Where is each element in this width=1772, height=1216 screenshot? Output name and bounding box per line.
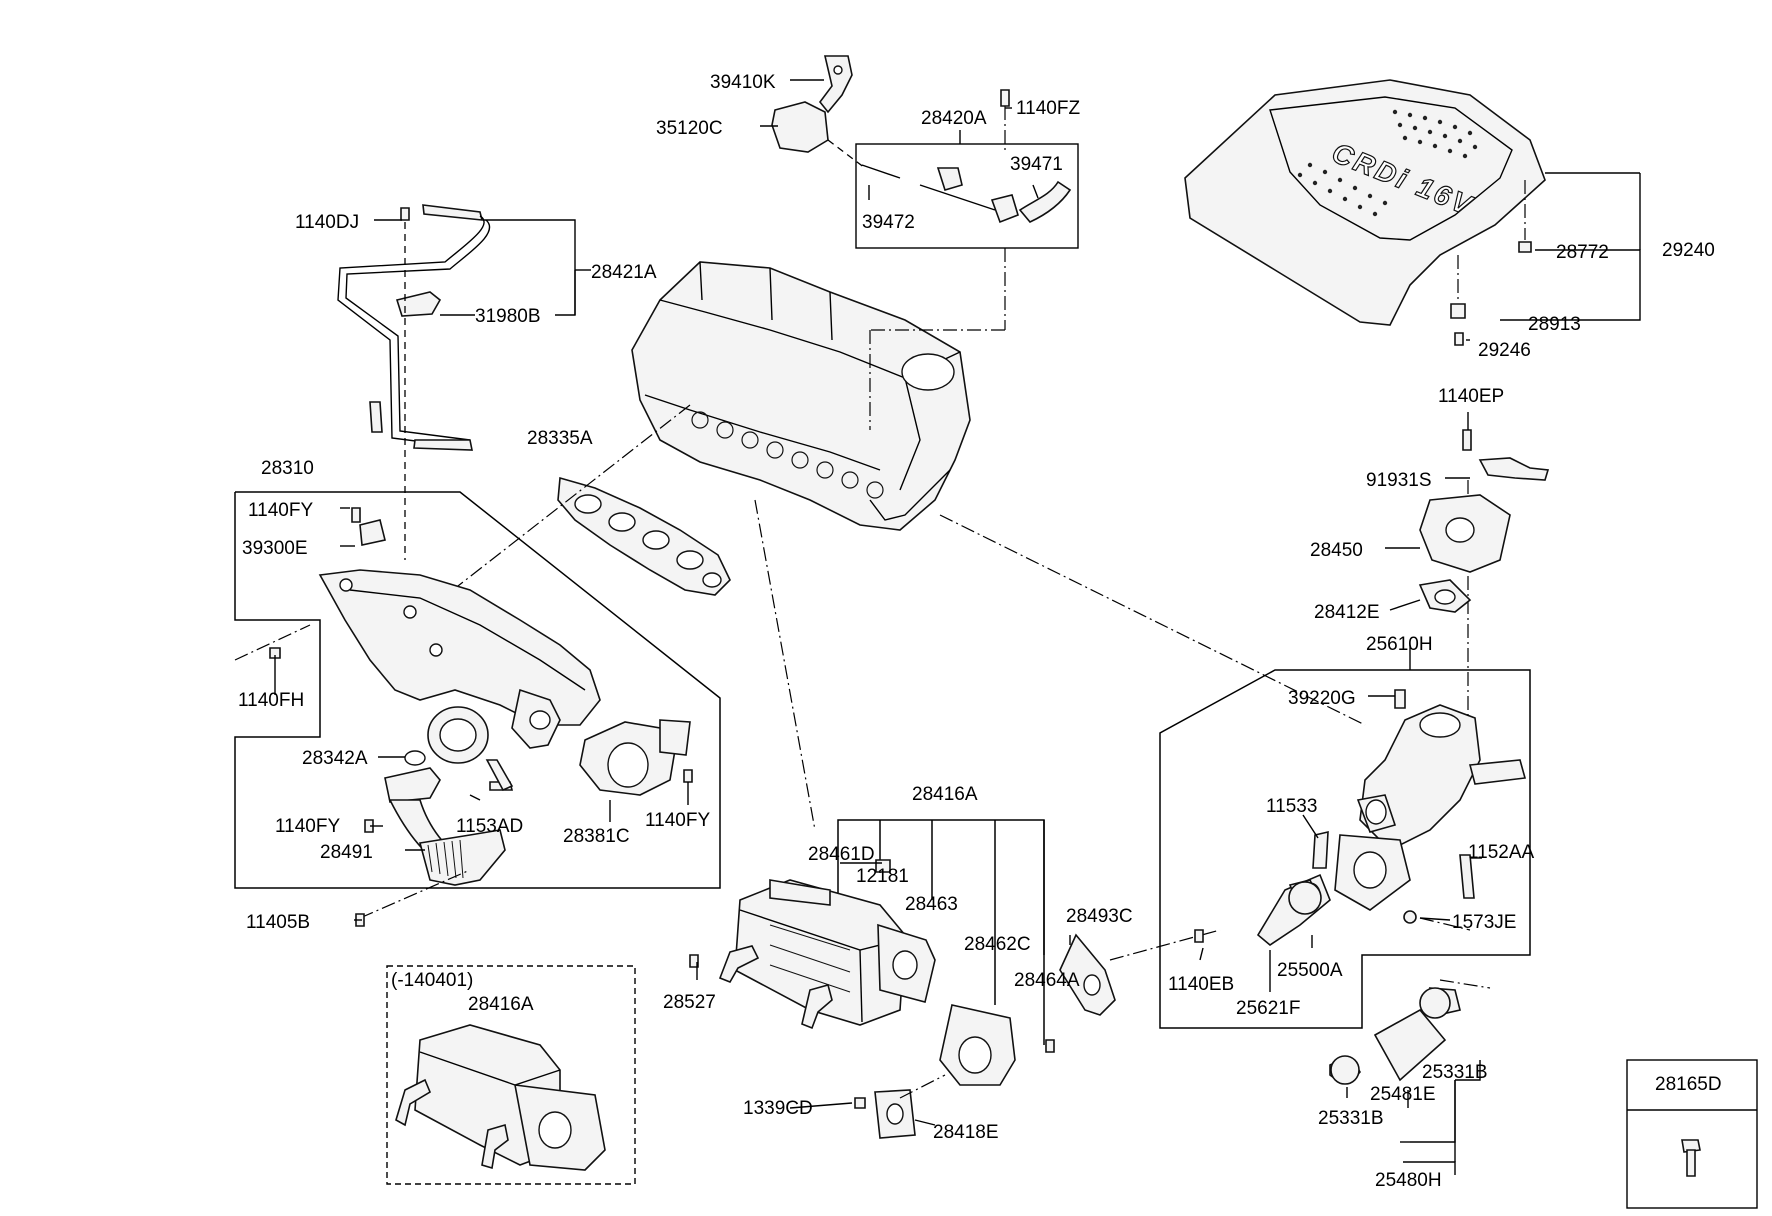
- egr-sensor-drawing: [771, 55, 866, 169]
- label-29246: 29246: [1478, 340, 1531, 361]
- cover-grommets-drawing: [1450, 180, 1532, 346]
- egr-valve-drawing: [1418, 429, 1550, 613]
- label-28416A: 28416A: [912, 784, 978, 805]
- label-28461D: 28461D: [808, 844, 875, 865]
- water-hose-drawing: [1329, 979, 1491, 1085]
- engine-cover-drawing: CRDi 16V: [1184, 79, 1546, 326]
- label-25480H: 25480H: [1375, 1170, 1442, 1191]
- label-28493C: 28493C: [1066, 906, 1133, 927]
- label-28310: 28310: [261, 458, 314, 479]
- label-28450: 28450: [1310, 540, 1363, 561]
- label-39471: 39471: [1010, 154, 1063, 175]
- label-25610H: 25610H: [1366, 634, 1433, 655]
- bolt-box: [1626, 1059, 1758, 1209]
- label-28464A: 28464A: [1014, 970, 1080, 991]
- label-25481E: 25481E: [1370, 1084, 1436, 1105]
- label-28165D: 28165D: [1655, 1074, 1722, 1095]
- water-outlet-drawing: [1194, 480, 1527, 946]
- label-28527: 28527: [663, 992, 716, 1013]
- label-1573JE: 1573JE: [1452, 912, 1516, 933]
- label-28913: 28913: [1528, 314, 1581, 335]
- label-1140DJ: 1140DJ: [295, 212, 359, 233]
- label-1140FY-c: 1140FY: [645, 810, 710, 831]
- label-1140EB: 1140EB: [1168, 974, 1234, 995]
- inset-date-label: (-140401): [391, 970, 473, 991]
- label-39410K: 39410K: [710, 72, 776, 93]
- label-35120C: 35120C: [656, 118, 723, 139]
- label-39300E: 39300E: [242, 538, 308, 559]
- egr-cooler-box: [689, 819, 1221, 1139]
- label-25331B-a: 25331B: [1422, 1062, 1488, 1083]
- label-1140EP: 1140EP: [1438, 386, 1504, 407]
- label-11533: 11533: [1266, 796, 1317, 817]
- leader-lines: [274, 79, 1641, 1175]
- label-28412E: 28412E: [1314, 602, 1380, 623]
- label-28420A: 28420A: [921, 108, 987, 129]
- intake-manifold-box: [234, 491, 721, 889]
- label-28421A: 28421A: [591, 262, 657, 283]
- return-pipe-drawing: [337, 204, 491, 560]
- label-1140FH: 1140FH: [238, 690, 304, 711]
- label-25621F: 25621F: [1236, 998, 1300, 1019]
- label-1153AD: 1153AD: [456, 816, 523, 837]
- label-91931S: 91931S: [1366, 470, 1432, 491]
- vacuum-tube-drawing: [861, 89, 1072, 430]
- label-28342A: 28342A: [302, 748, 368, 769]
- label-12181: 12181: [856, 866, 909, 887]
- label-28491: 28491: [320, 842, 373, 863]
- label-28772: 28772: [1556, 242, 1609, 263]
- inset-part-label: 28416A: [468, 994, 534, 1015]
- cylinder-head-drawing: [631, 261, 971, 531]
- manifold-gasket-drawing: [439, 404, 731, 601]
- label-1152AA: 1152AA: [1468, 842, 1535, 863]
- label-28418E: 28418E: [933, 1122, 999, 1143]
- label-25500A: 25500A: [1277, 960, 1343, 981]
- label-31980B: 31980B: [475, 306, 541, 327]
- label-39220G: 39220G: [1288, 688, 1356, 709]
- label-1140FY-b: 1140FY: [275, 816, 340, 837]
- label-28463: 28463: [905, 894, 958, 915]
- thermostat-box: [1159, 669, 1531, 1029]
- label-28335A: 28335A: [527, 428, 593, 449]
- label-1140FZ: 1140FZ: [1016, 98, 1080, 119]
- label-29240: 29240: [1662, 240, 1715, 261]
- label-39472: 39472: [862, 212, 915, 233]
- label-11405B: 11405B: [246, 912, 310, 933]
- label-1140FY-a: 1140FY: [248, 500, 313, 521]
- label-28381C: 28381C: [563, 826, 630, 847]
- label-28462C: 28462C: [964, 934, 1031, 955]
- label-25331B-b: 25331B: [1318, 1108, 1384, 1129]
- inset-box: [386, 965, 636, 1185]
- label-1339CD: 1339CD: [743, 1098, 813, 1119]
- part-labels: 39410K 35120C 28420A 1140FZ 39471 39472 …: [238, 72, 1722, 1191]
